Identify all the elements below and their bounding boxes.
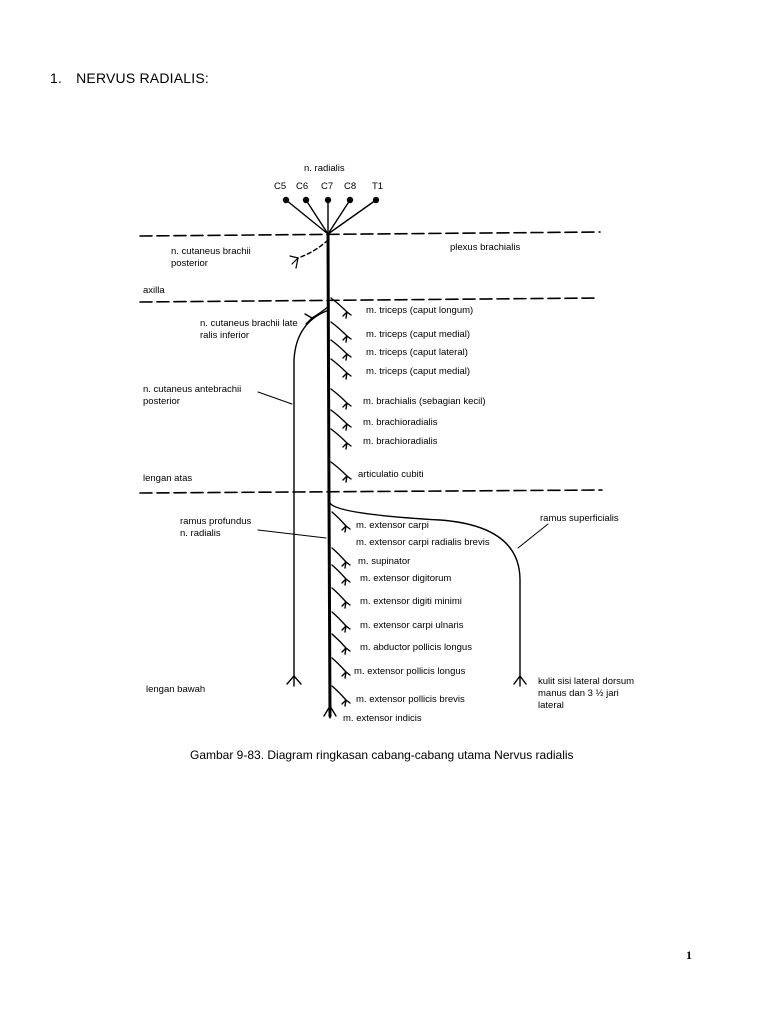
branch-stub <box>330 388 352 410</box>
caption-bold: Gambar 9-83. <box>190 748 264 762</box>
root-label-c5: C5 <box>274 181 286 192</box>
lower-branch-label: m. extensor carpi <box>356 520 429 531</box>
cutaneus-brachii-posterior-label-2: posterior <box>171 258 208 269</box>
upper-branch-label: m. triceps (caput lateral) <box>366 347 468 358</box>
root-dot-c5 <box>282 196 290 204</box>
caption-text: Diagram ringkasan cabang-cabang utama Ne… <box>264 748 574 762</box>
cutaneus-antebrachii-label-2: posterior <box>143 396 180 407</box>
branch-stub <box>330 461 352 483</box>
page-number: 1 <box>686 948 692 962</box>
lower-branch-label: m. extensor digitorum <box>360 573 451 584</box>
ramus-profundus-label-2: n. radialis <box>180 528 221 539</box>
cutaneus-antebrachii-label-1: n. cutaneus antebrachii <box>143 384 241 395</box>
branch-stub <box>331 564 351 586</box>
plexus-brachialis-label: plexus brachialis <box>450 242 520 253</box>
axilla-label: axilla <box>143 285 165 296</box>
branch-stub <box>331 657 351 679</box>
branch-stub <box>331 547 351 569</box>
upper-branch-label: m. brachialis (sebagian kecil) <box>363 396 486 407</box>
skin-label-2: manus dan 3 ½ jari <box>538 688 619 699</box>
lower-branch-label: m. extensor digiti minimi <box>360 596 462 607</box>
skin-label-3: lateral <box>538 700 564 711</box>
branch-stub <box>330 428 352 450</box>
branch-stub <box>330 358 352 380</box>
upper-branch-label: m. brachioradialis <box>363 436 438 447</box>
elbow-separator <box>139 489 603 494</box>
root-dot-c7 <box>324 196 332 204</box>
branch-stub <box>330 297 352 319</box>
cutaneus-antebrachii-branch <box>293 309 330 677</box>
cutaneus-brachii-lateralis-branch <box>311 305 330 319</box>
cutaneus-brachii-lateralis-label-2: ralis inferior <box>200 330 249 341</box>
upper-branch-label: m. triceps (caput longum) <box>366 305 473 316</box>
branch-stub <box>330 409 352 431</box>
upper-branch-label: m. triceps (caput medial) <box>366 329 470 340</box>
root-label-t1: T1 <box>372 181 383 192</box>
main-trunk <box>326 232 332 718</box>
plexus-separator <box>139 231 601 237</box>
lower-branch-label: m. extensor pollicis brevis <box>356 694 465 705</box>
heading-title: NERVUS RADIALIS: <box>76 70 209 86</box>
lower-branch-label: m. extensor carpi radialis brevis <box>356 537 490 548</box>
root-label-c8: C8 <box>344 181 356 192</box>
branch-stub <box>330 321 352 343</box>
root-label-c6: C6 <box>296 181 308 192</box>
skin-label-1: kulit sisi lateral dorsum <box>538 676 634 687</box>
ramus-superficialis-label: ramus superficialis <box>540 513 619 524</box>
ramus-superficialis-branch <box>329 502 521 677</box>
heading-number: 1. <box>50 70 63 86</box>
lower-branch-label: m. extensor pollicis longus <box>354 666 466 677</box>
lower-branch-label: m. extensor carpi ulnaris <box>360 620 464 631</box>
branch-stub <box>331 587 351 609</box>
upper-branch-label: articulatio cubiti <box>358 469 423 480</box>
lower-branch-label: m. abductor pollicis longus <box>360 642 472 653</box>
cutaneus-brachii-lateralis-label-1: n. cutaneus brachii late <box>200 318 298 329</box>
cutaneus-brachii-posterior-label-1: n. cutaneus brachii <box>171 246 251 257</box>
section-heading: 1. NERVUS RADIALIS: <box>50 70 209 86</box>
figure-caption: Gambar 9-83. Diagram ringkasan cabang-ca… <box>190 748 574 762</box>
branch-stub <box>331 633 351 655</box>
ramus-profundus-label-1: ramus profundus <box>180 516 252 527</box>
axilla-separator <box>139 297 599 303</box>
lower-branch-label: m. extensor indicis <box>343 713 422 724</box>
cutaneus-brachii-posterior-branch <box>297 239 329 259</box>
branch-stub <box>331 685 351 707</box>
lower-branch-label: m. supinator <box>358 556 410 567</box>
n-radialis-label: n. radialis <box>304 163 345 174</box>
upper-branch-label: m. triceps (caput medial) <box>366 366 470 377</box>
root-dot-c6 <box>302 196 310 204</box>
forearm-label: lengan bawah <box>146 684 205 695</box>
branch-stub <box>330 339 352 361</box>
branch-stub <box>331 511 351 533</box>
upper-branch-label: m. brachioradialis <box>363 417 438 428</box>
upper-arm-label: lengan atas <box>143 473 192 484</box>
root-dot-t1 <box>372 196 380 204</box>
root-label-c7: C7 <box>321 181 333 192</box>
root-dot-c8 <box>346 196 354 204</box>
branch-stub <box>331 611 351 633</box>
